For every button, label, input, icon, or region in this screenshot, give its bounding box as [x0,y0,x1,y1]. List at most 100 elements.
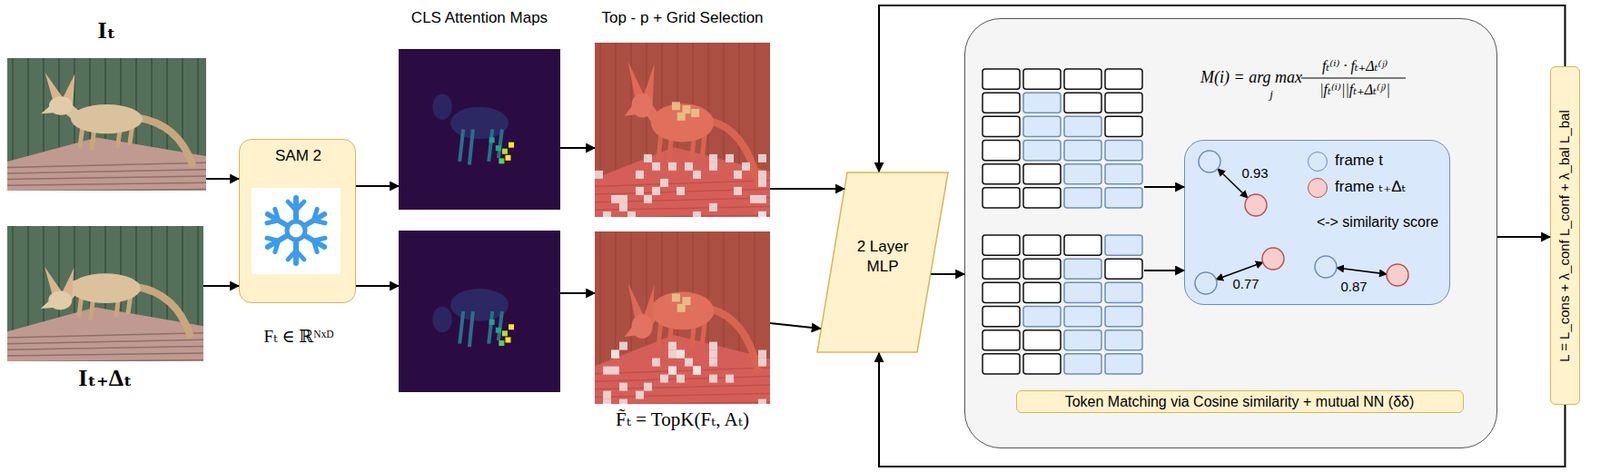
unselected-patch [676,375,685,384]
token-cell [1105,140,1143,161]
roof-line [7,353,204,356]
fence-background [7,226,204,362]
unselected-patch [684,358,693,367]
unselected-patch [692,366,702,376]
unselected-patch [758,358,767,367]
unselected-patch [643,195,652,204]
matching-panel: M(i) = arg maxjfₜ⁽ⁱ⁾ · fₜ₊Δₜ⁽ʲ⁾|fₜ⁽ⁱ⁾||f… [964,18,1498,449]
unselected-patch [709,358,718,367]
unselected-patch [651,162,661,171]
snowflake-branch [287,250,297,260]
annotation-label: 0.93 [1236,165,1274,182]
token-circle [1198,150,1221,173]
token-cell [1064,306,1102,327]
token-cell [1023,306,1061,327]
token-grid [980,233,1145,376]
connector-line [206,177,239,180]
icon-background [251,187,341,275]
attention-spot [489,319,495,326]
unselected-patch [741,162,751,171]
fox-tail [137,286,190,335]
token-cell [1105,187,1143,208]
mlp-box: 2 Layer MLP [816,171,949,354]
token-cell [1023,140,1061,161]
loss-box: L = L_cons + λ_conf L_conf + λ_bal L_bal [1550,66,1581,405]
fence-background [594,42,771,218]
unselected-patch [758,350,767,359]
token-circle [1262,247,1284,270]
node-text: M(i) = arg max [1183,68,1303,90]
unselected-patch [635,391,644,400]
token-cell [982,140,1020,161]
token-cell [1023,164,1061,185]
token-cell [982,330,1020,351]
node-text: CLS Attention Maps [353,9,606,31]
connector [1144,270,1185,272]
annotation-label: 0.87 [1335,278,1373,296]
attention-spot [508,324,514,330]
fence-background [594,231,771,405]
fraction-bar [1301,77,1406,79]
unselected-patch [758,154,767,163]
unselected-patch [750,195,759,204]
connector-line [930,273,965,276]
token-cell [982,164,1020,185]
token-cell [1023,116,1061,137]
token-cell [1023,69,1061,89]
token-circle [1195,272,1217,295]
connector [560,293,595,295]
token-cell [982,235,1020,256]
attention-spot [495,145,502,151]
map-head [432,94,452,120]
attention-spot [502,148,508,155]
connector [770,323,821,329]
token-cell [1023,92,1061,113]
connector-line [1144,269,1185,272]
connector-line [1144,186,1185,188]
token-cell [982,187,1020,208]
unselected-patch [676,187,685,196]
map-background [398,49,561,210]
legend-text: frame ₜ₊Δₜ [1334,177,1407,198]
unselected-patch [758,178,767,188]
roof-line [7,162,207,168]
unselected-patch [611,350,620,359]
node-text: Iₜ₊Δₜ [7,364,204,396]
token-selection: Top - p + Grid Selection [594,42,771,218]
node-text: j [1264,87,1278,104]
fox-tail [138,118,193,165]
token-cell [1105,164,1143,185]
token-cell [1105,235,1143,256]
selection-image [594,231,771,405]
unselected-patch [758,399,767,405]
token-cell [1064,92,1102,113]
parallelogram [817,172,949,353]
token-cell [1105,354,1143,375]
unselected-patch [676,350,685,359]
connector-line [203,285,239,287]
roof-line [7,182,207,186]
token-cell [1105,92,1143,113]
unselected-patch [651,187,661,196]
unselected-patch [709,162,718,171]
node-text: |fₜ⁽ⁱ⁾||fₜ₊Δₜ⁽ʲ⁾| [1301,80,1409,101]
unselected-patch [709,375,718,384]
unselected-patch [643,383,652,392]
annotation-label: Fₜ ∈ ℝᴺˣᴰ [237,326,360,351]
token-cell [1105,258,1143,279]
attention-map [398,230,561,393]
node-text: L = L_cons + λ_conf L_conf + λ_bal L_bal [1556,67,1577,406]
token-cell [1023,235,1061,256]
snowflake-branch [266,237,279,241]
roof-line [7,360,204,362]
token-cell [1064,282,1102,303]
connector-line [879,5,1566,172]
unselected-patch [758,195,767,204]
roof-line [7,189,207,191]
token-selection: F̃ₜ = TopK(Fₜ, Aₜ) [594,231,771,405]
roof-line [7,169,207,174]
map-leg [469,311,474,347]
snowflake-branch [296,201,305,211]
